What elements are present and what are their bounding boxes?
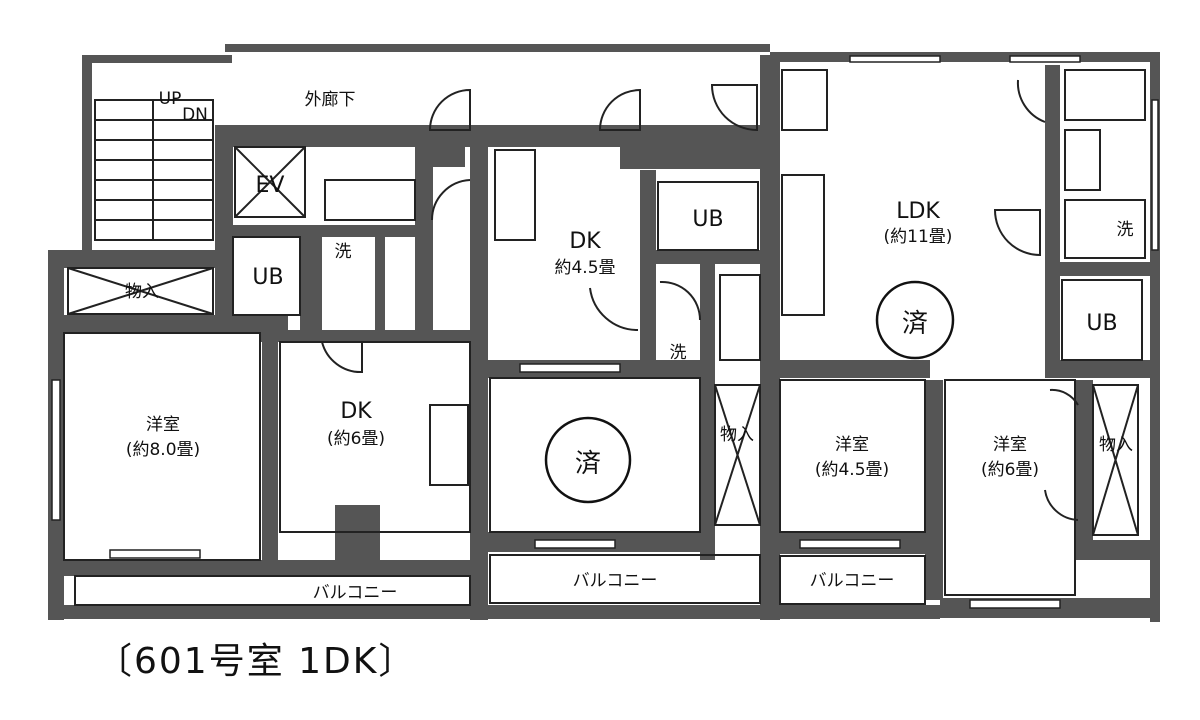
dk-left-name: DK — [340, 399, 372, 424]
wash-mid-label: 洗 — [670, 343, 687, 363]
ldk-size: (約11畳) — [884, 227, 953, 247]
wash-left-label: 洗 — [335, 242, 352, 262]
outer-corridor-label: 外廊下 — [305, 90, 356, 110]
balcony-3-label: バルコニー — [810, 571, 895, 591]
sold-stamp-right — [875, 280, 955, 360]
storage-right-label: 物入 — [1099, 435, 1133, 455]
unit-caption: 〔601号室 1DK〕 — [96, 641, 417, 682]
windows — [51, 55, 1159, 609]
western-r2-size: (約6畳) — [981, 460, 1039, 480]
ub-right-label: UB — [1086, 311, 1117, 336]
elevator-label: EV — [256, 173, 285, 198]
sold-mid-label: 済 — [575, 449, 601, 479]
room-labels: 外廊下 UP DN EV 物入 UB 洗 洋室 (約8.0畳) DK (約6畳)… — [125, 89, 1134, 603]
up-label: UP — [159, 89, 182, 109]
down-label: DN — [182, 105, 208, 125]
dk-mid-size: 約4.5畳 — [554, 258, 615, 278]
storage-mid-label: 物入 — [720, 425, 754, 445]
storage-left-label: 物入 — [125, 282, 159, 302]
western-left-name: 洋室 — [146, 415, 180, 435]
dk-left-size: (約6畳) — [327, 429, 385, 449]
western-left-size: (約8.0畳) — [126, 440, 200, 460]
sold-right-label: 済 — [902, 309, 928, 339]
fixtures — [63, 69, 1146, 606]
ldk-name: LDK — [896, 199, 940, 224]
western-r1-size: (約4.5畳) — [815, 460, 889, 480]
western-r1-name: 洋室 — [835, 435, 869, 455]
ub-left-label: UB — [252, 265, 283, 290]
balcony-2-label: バルコニー — [573, 571, 658, 591]
western-r2-name: 洋室 — [993, 435, 1027, 455]
balcony-1-label: バルコニー — [313, 583, 398, 603]
wash-right-label: 洗 — [1117, 220, 1134, 240]
sold-stamp-mid — [544, 416, 632, 504]
ub-mid-label: UB — [692, 207, 723, 232]
dk-mid-name: DK — [569, 229, 601, 254]
